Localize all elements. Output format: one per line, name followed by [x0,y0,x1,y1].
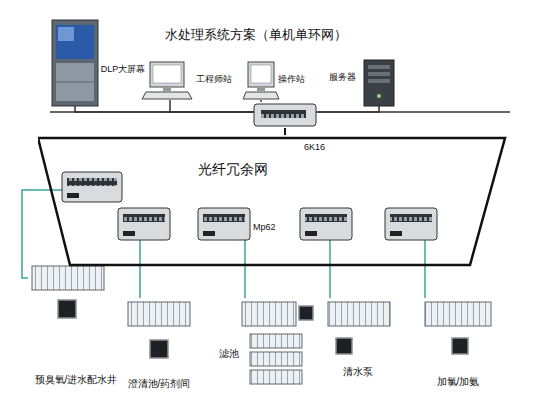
fiber-ring: 光纤冗余网 [38,135,508,268]
station: 预臭氧/进水配水井 [28,262,124,392]
switch-body [385,208,437,240]
operator-panel [58,300,468,358]
operator-panel [299,306,313,320]
network-cable [244,268,246,298]
ring-outline [38,135,508,268]
ring-switch [198,208,250,240]
dlp-screen [52,20,98,106]
engineer-computer [142,62,192,99]
node-label: 光纤冗余网 [198,161,268,177]
operator-computer [257,87,265,91]
dlp-screen [56,82,94,83]
switch-ports [305,214,347,222]
network-cable [424,268,426,298]
node-label: DLP大屏幕 [101,64,146,74]
server-tower [368,65,390,69]
switch-ports [203,214,245,222]
network-cable [170,100,254,112]
plc-rack [32,266,104,290]
core-switch [261,110,306,118]
node-label: 工程师站 [196,74,232,84]
node-label: 清水泵 [343,366,373,378]
network-cable [139,268,141,298]
station: 澄清池/药剂间 [118,298,200,392]
operator-panel [58,300,76,318]
engineer-computer [142,92,192,99]
network-cable [318,106,379,112]
operator-panel [150,340,168,358]
server-tower [368,72,390,76]
operator-computer [243,92,279,99]
ring-switch [62,172,122,202]
dlp-screen [56,63,94,101]
switch-body [62,172,122,202]
engineer-computer [163,87,171,91]
plc-rack [250,334,302,348]
dlp-screen [58,27,74,41]
switch-led [390,231,402,236]
ring-line [38,138,505,265]
server-tower [364,60,394,106]
workstation: 操作站 [244,62,279,100]
network-cable [329,268,331,298]
network-cable [260,100,262,102]
node-label: 操作站 [278,74,305,84]
server-tower [377,94,381,98]
server-tower [368,79,390,83]
core-switch: 6K16 [254,102,318,128]
dlp-screen [52,20,98,106]
plc-rack [328,302,390,326]
switch-led [123,231,135,236]
switch-body [118,208,170,240]
switch-ports [390,214,432,222]
switch-body [198,208,250,240]
operator-computer [251,65,271,83]
node-label: 6K16 [304,142,325,152]
plc-rack [242,302,296,326]
plc-rack [128,302,190,326]
ring-switch [385,208,437,240]
node-label: 滤池 [219,348,239,360]
network-cable [75,106,254,112]
display-screen: DLP大屏幕 [49,18,102,106]
plc-rack [250,352,302,366]
plc-rack [425,302,491,326]
node-label: 预臭氧/进水配水井 [35,374,118,386]
station: 加氯/加氨 [412,298,504,390]
workstation: 工程师站 [148,62,192,100]
core-switch [254,104,316,126]
server-tower [364,60,394,106]
switch-led [203,231,215,236]
dlp-screen [56,25,94,59]
node-label: 澄清池/药剂间 [128,378,191,390]
switch-body [300,208,352,240]
plc-rack [32,266,491,384]
switch-led [67,193,79,198]
operator-panel [336,338,352,354]
switch-led [305,231,317,236]
node-label: 加氯/加氨 [437,376,480,388]
core-switch [254,104,316,126]
ring-switch [118,208,170,240]
ring-switch [300,208,352,240]
plc-rack [250,370,302,384]
operator-computer [243,62,279,99]
switch-ports [123,214,165,222]
station: 清水泵 [318,298,398,382]
diagram-title: 水处理系统方案（单机单环网） [165,28,347,43]
device-label: Mp62 [253,222,276,232]
network-cable [284,128,286,135]
switch-ports [67,178,117,186]
operator-computer [248,62,274,87]
station: 滤池 [215,298,315,390]
node-label: 服务器 [329,72,356,82]
server: 服务器 [362,58,397,106]
engineer-computer [153,65,181,83]
network-cable [22,190,38,278]
operator-panel [452,338,468,354]
engineer-computer [150,62,184,87]
